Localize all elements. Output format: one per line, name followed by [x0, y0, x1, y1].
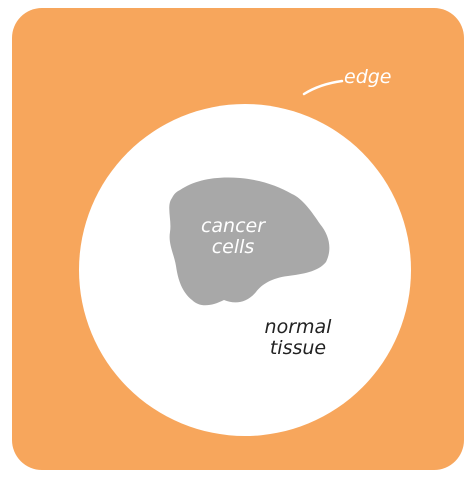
normal-tissue-label-line1: normal: [265, 316, 333, 338]
cancer-cells-label-line2: cells: [212, 236, 255, 258]
cancer-cells-label-line1: cancer: [201, 215, 266, 237]
edge-label: edge: [344, 66, 392, 88]
normal-tissue-label-line2: tissue: [270, 337, 326, 359]
